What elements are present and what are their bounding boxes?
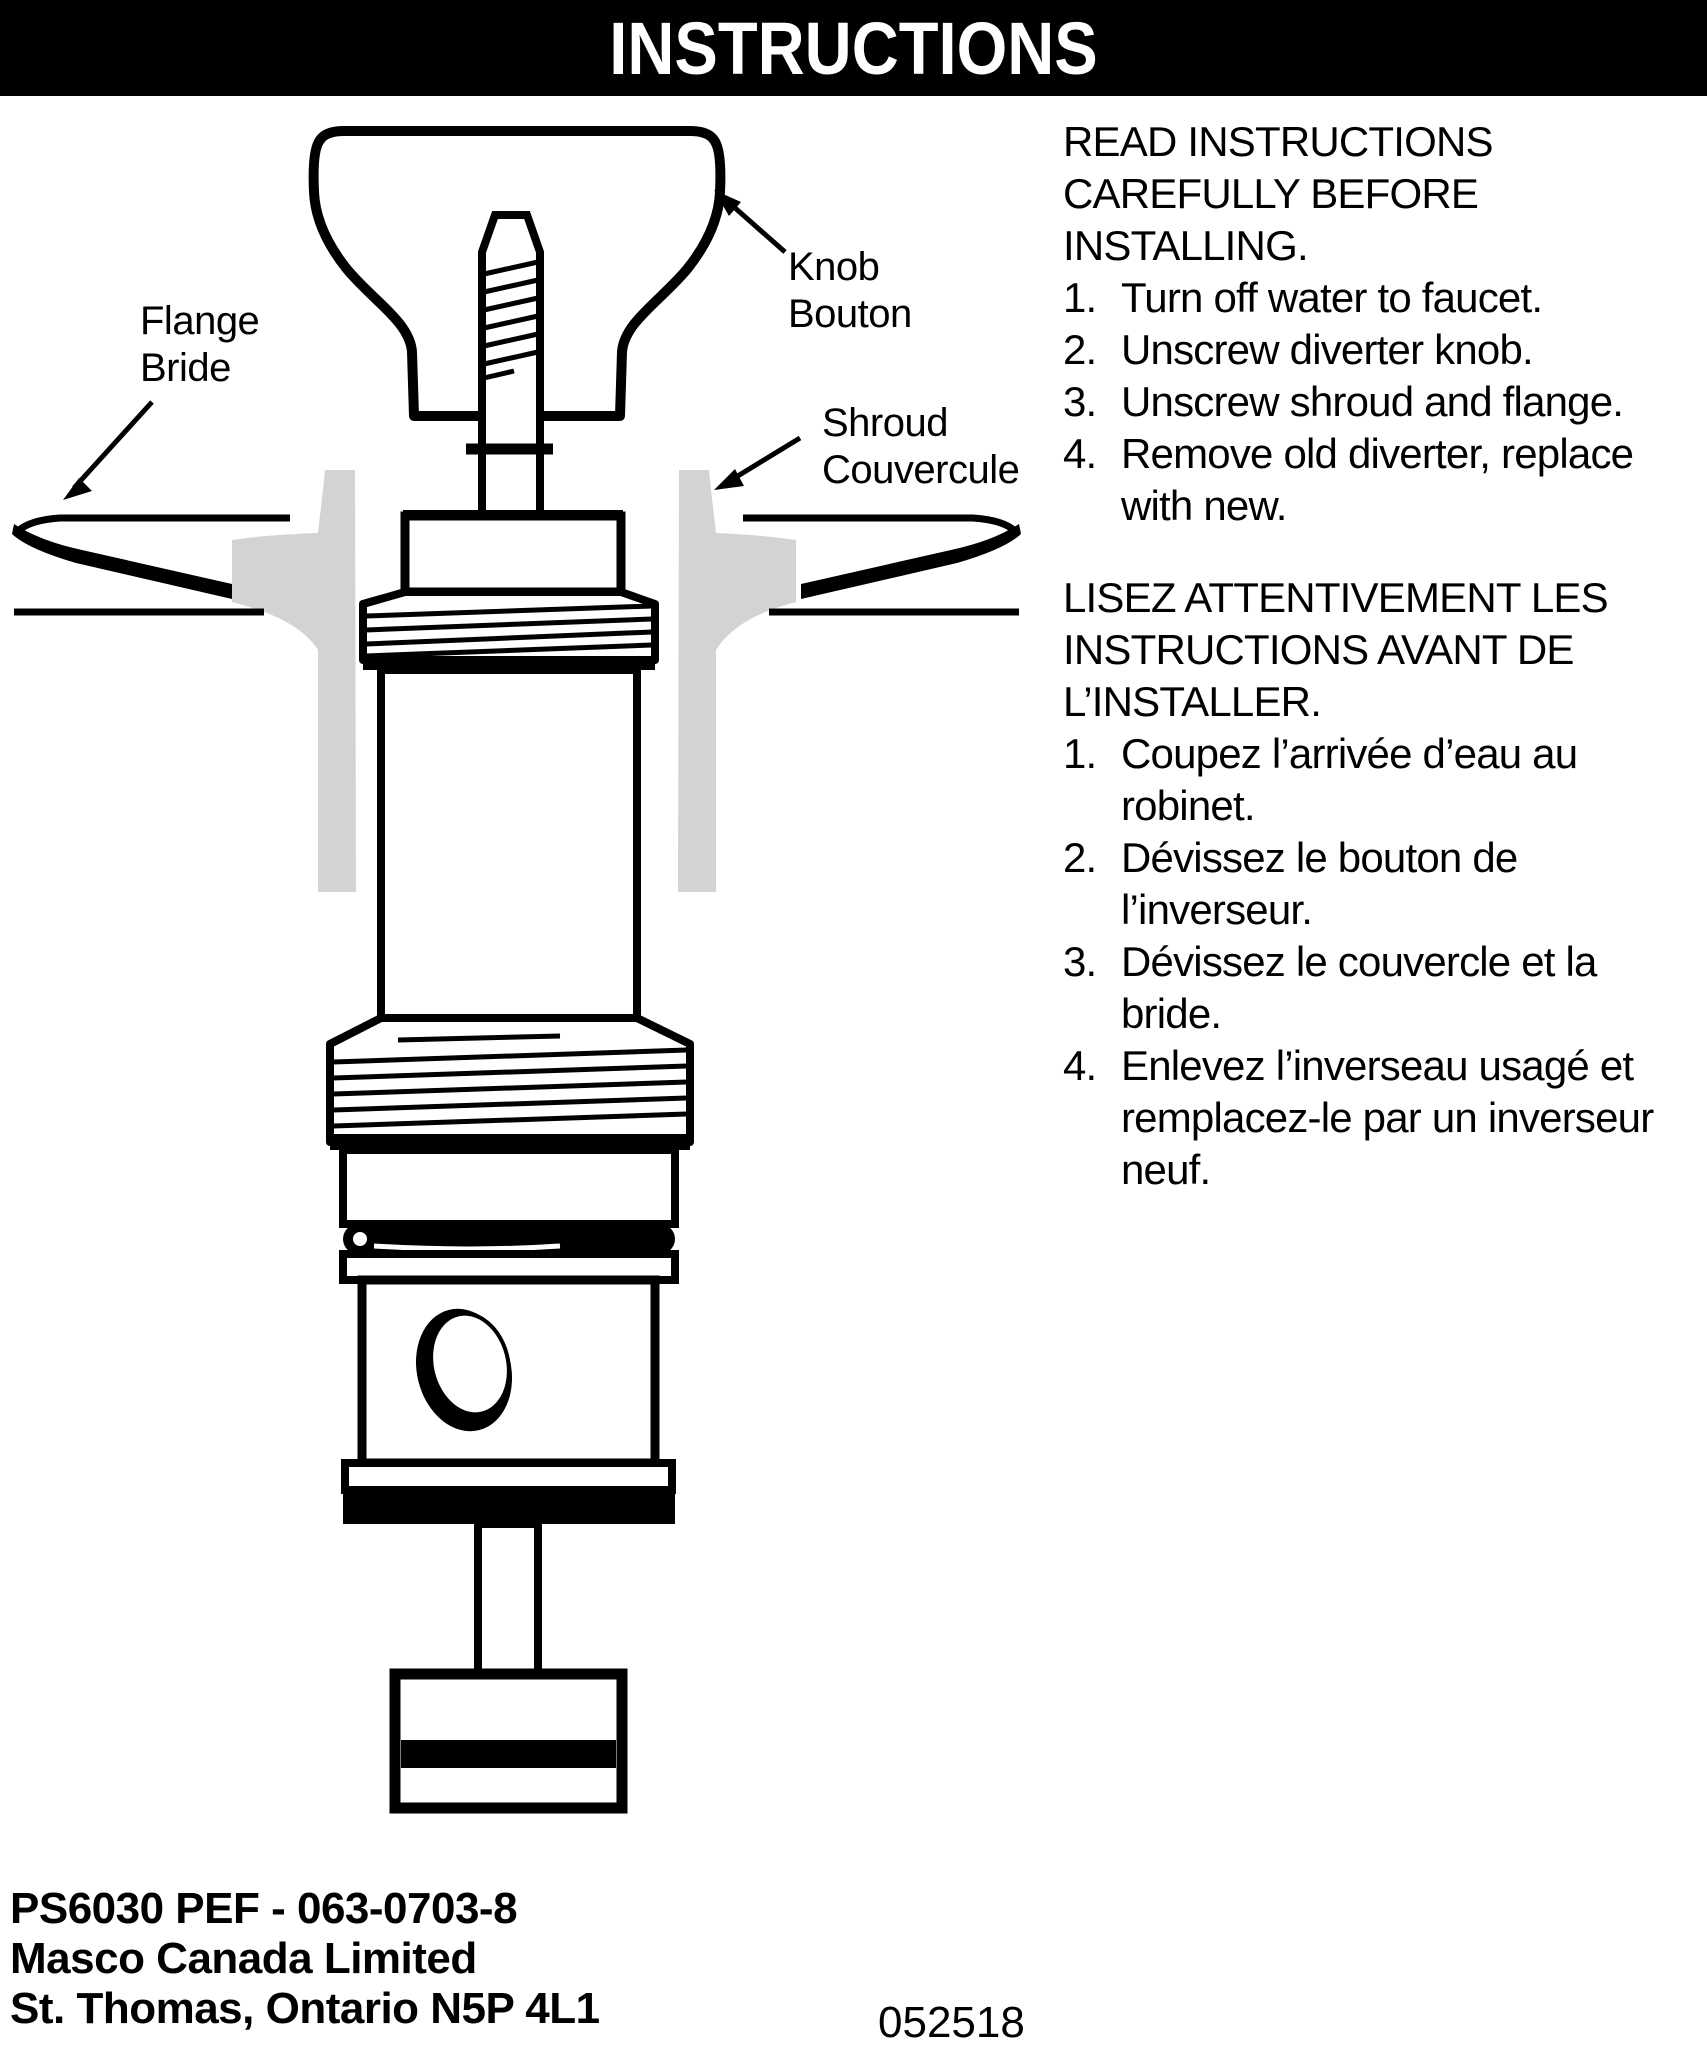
- flange-label-en: Flange: [140, 299, 260, 343]
- bottom-stem: [474, 1520, 542, 1678]
- diverter-diagram: [12, 126, 1021, 1814]
- footer-block: PS6030 PEF - 063-0703-8 Masco Canada Lim…: [10, 1884, 600, 2034]
- packing-nut-threads: [365, 603, 653, 659]
- en-step-2: 2. Unscrew diverter knob.: [1063, 324, 1703, 376]
- shroud-right-shape: [678, 470, 796, 892]
- washer-plate: [341, 1459, 676, 1494]
- step-line: bride.: [1121, 990, 1222, 1037]
- step-line: Turn off water to faucet.: [1121, 274, 1543, 321]
- middle-body: [377, 666, 641, 1022]
- flange-arrow-icon: [63, 400, 154, 500]
- shroud-label: Shroud Couvercule: [822, 400, 1020, 494]
- footer-part-number: PS6030 PEF - 063-0703-8: [10, 1884, 518, 1933]
- header-bar: INSTRUCTIONS: [0, 0, 1707, 96]
- black-washer: [343, 1490, 675, 1524]
- flange-left-top-line: [15, 514, 290, 534]
- fr-heading-line: L’INSTALLER.: [1063, 678, 1322, 725]
- knob-label-en: Knob: [788, 245, 880, 289]
- port-hole-inner: [429, 1311, 511, 1417]
- step-line: Dévissez le couvercle et la: [1121, 938, 1597, 985]
- english-instructions: READ INSTRUCTIONS CAREFULLY BEFORE INSTA…: [1063, 116, 1703, 532]
- en-step-1: 1. Turn off water to faucet.: [1063, 272, 1703, 324]
- stem-threads: [483, 259, 539, 381]
- fr-heading-line: INSTRUCTIONS AVANT DE: [1063, 626, 1574, 673]
- upper-band: [339, 1146, 679, 1228]
- page-title: INSTRUCTIONS: [609, 6, 1098, 90]
- o-ring-highlight-dot: [353, 1232, 367, 1246]
- step-line: Unscrew shroud and flange.: [1121, 378, 1624, 425]
- footer-company: Masco Canada Limited: [10, 1934, 477, 1983]
- french-instructions: LISEZ ATTENTIVEMENT LES INSTRUCTIONS AVA…: [1063, 572, 1703, 1196]
- lower-nut-threads: [332, 1033, 688, 1129]
- instructions-column: READ INSTRUCTIONS CAREFULLY BEFORE INSTA…: [1063, 116, 1703, 1196]
- knob-label: Knob Bouton: [788, 244, 912, 338]
- knob-arrow-icon: [714, 190, 787, 254]
- shroud-label-en: Shroud: [822, 401, 948, 445]
- step-line: Coupez l’arrivée d’eau au: [1121, 730, 1578, 777]
- step-number: 4.: [1063, 1042, 1097, 1089]
- fr-step-2: 2. Dévissez le bouton de l’inverseur.: [1063, 832, 1703, 936]
- en-heading-line: READ INSTRUCTIONS: [1063, 118, 1494, 165]
- footer-address: St. Thomas, Ontario N5P 4L1: [10, 1984, 600, 2033]
- step-line: l’inverseur.: [1121, 886, 1313, 933]
- o-ring-highlight-line: [373, 1243, 561, 1252]
- step-number: 2.: [1063, 834, 1097, 881]
- fr-step-1: 1. Coupez l’arrivée d’eau au robinet.: [1063, 728, 1703, 832]
- shroud-left-shape: [232, 470, 356, 892]
- fr-heading-line: LISEZ ATTENTIVEMENT LES: [1063, 574, 1609, 621]
- footer-doc-number: 052518: [878, 1998, 1025, 2047]
- flange-label-fr: Bride: [140, 346, 231, 390]
- fr-step-4: 4. Enlevez l’inverseau usagé et remplace…: [1063, 1040, 1703, 1196]
- step-line: neuf.: [1121, 1146, 1211, 1193]
- step-number: 3.: [1063, 378, 1097, 425]
- en-heading-line: INSTALLING.: [1063, 222, 1309, 269]
- step-number: 1.: [1063, 730, 1097, 777]
- step-number: 1.: [1063, 274, 1097, 321]
- en-step-3: 3. Unscrew shroud and flange.: [1063, 376, 1703, 428]
- bottom-cap-ring: [401, 1740, 616, 1768]
- fr-step-3: 3. Dévissez le couvercle et la bride.: [1063, 936, 1703, 1040]
- stem-shape: [478, 211, 544, 520]
- step-line: Remove old diverter, replace: [1121, 430, 1634, 477]
- step-number: 2.: [1063, 326, 1097, 373]
- step-line: Unscrew diverter knob.: [1121, 326, 1534, 373]
- step-line: with new.: [1121, 482, 1287, 529]
- flange-right-top-line: [743, 514, 1018, 534]
- knob-label-fr: Bouton: [788, 292, 912, 336]
- upper-body: [400, 511, 626, 597]
- step-number: 4.: [1063, 430, 1097, 477]
- shroud-arrow-icon: [714, 435, 802, 490]
- step-line: remplacez-le par un inverseur: [1121, 1094, 1654, 1141]
- step-line: robinet.: [1121, 782, 1256, 829]
- en-step-4: 4. Remove old diverter, replace with new…: [1063, 428, 1703, 532]
- step-line: Enlevez l’inverseau usagé et: [1121, 1042, 1634, 1089]
- flange-left-wedge: [12, 524, 232, 599]
- flange-label: Flange Bride: [140, 298, 260, 392]
- en-heading-line: CAREFULLY BEFORE: [1063, 170, 1479, 217]
- step-number: 3.: [1063, 938, 1097, 985]
- flange-right-wedge: [801, 524, 1021, 599]
- step-line: Dévissez le bouton de: [1121, 834, 1518, 881]
- shroud-label-fr: Couvercule: [822, 448, 1020, 492]
